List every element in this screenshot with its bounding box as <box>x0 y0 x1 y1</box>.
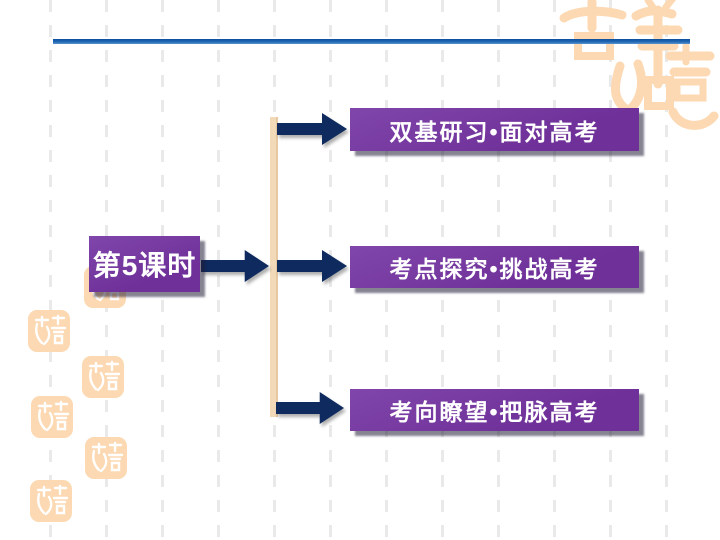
seal-stamp-icon <box>31 396 73 438</box>
top-rule-line <box>53 39 690 44</box>
arrow-right-icon <box>276 391 344 425</box>
section-box-shuangji-yanxi: 双基研习•面对高考 <box>350 108 639 151</box>
seal-stamp-icon <box>82 356 124 398</box>
section-label: 双基研习•面对高考 <box>389 118 600 145</box>
section-box-kaodian-tanjiu: 考点探究•挑战高考 <box>350 246 639 288</box>
jixiang-corner-seal-icon <box>556 0 720 144</box>
section-box-kaoxiang-liaowang: 考向瞭望•把脉高考 <box>350 389 639 431</box>
section-label: 考点探究•挑战高考 <box>389 256 600 282</box>
seal-stamp-icon <box>30 480 72 522</box>
grid-dashed-line <box>49 0 52 540</box>
section-label: 考向瞭望•把脉高考 <box>389 399 600 425</box>
arrow-right-icon <box>277 249 347 283</box>
grid-dashed-line <box>665 0 668 540</box>
lesson-label-box: 第5课时 <box>89 236 200 292</box>
seal-stamp-icon <box>85 437 127 479</box>
arrow-right-icon <box>201 249 269 283</box>
flow-spine <box>270 117 278 417</box>
arrow-right-icon <box>277 112 347 146</box>
lesson-label: 第5课时 <box>92 250 197 281</box>
seal-stamp-icon <box>28 310 70 352</box>
